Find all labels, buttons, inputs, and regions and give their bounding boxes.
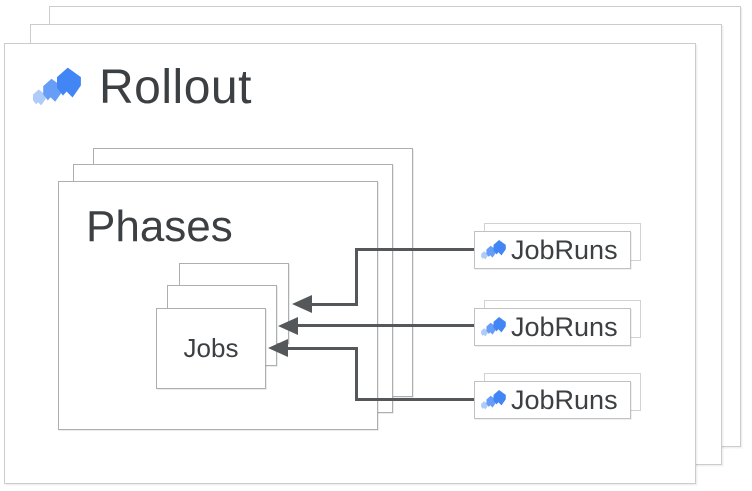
arrow-3-segment	[355, 398, 474, 401]
rollout-header: Rollout	[33, 64, 252, 112]
cloud-deploy-icon	[481, 389, 506, 409]
arrow-3-segment	[286, 347, 357, 350]
arrow-2-segment	[296, 324, 474, 327]
jobruns-label: JobRuns	[511, 234, 618, 265]
jobs-card-front: Jobs	[156, 308, 266, 389]
arrow-1-segment	[355, 248, 358, 306]
arrow-1-segment	[355, 248, 474, 251]
jobruns-label: JobRuns	[511, 311, 618, 342]
jobruns-1-card: JobRuns	[474, 231, 631, 269]
cloud-deploy-icon	[481, 316, 506, 336]
arrow-3-arrowhead-icon	[268, 339, 288, 357]
jobruns-label: JobRuns	[511, 384, 618, 415]
arrow-3-segment	[355, 347, 358, 401]
cloud-deploy-icon	[33, 67, 81, 106]
arrow-2-arrowhead-icon	[278, 317, 298, 335]
jobruns-2-card: JobRuns	[474, 308, 631, 346]
arrow-1-segment	[310, 303, 357, 306]
cloud-deploy-icon	[481, 239, 506, 259]
rollout-title: Rollout	[99, 61, 252, 114]
arrow-1-arrowhead-icon	[292, 295, 312, 313]
phases-label: Phases	[86, 202, 233, 251]
jobruns-3-card: JobRuns	[474, 381, 631, 419]
jobs-label: Jobs	[183, 333, 239, 363]
